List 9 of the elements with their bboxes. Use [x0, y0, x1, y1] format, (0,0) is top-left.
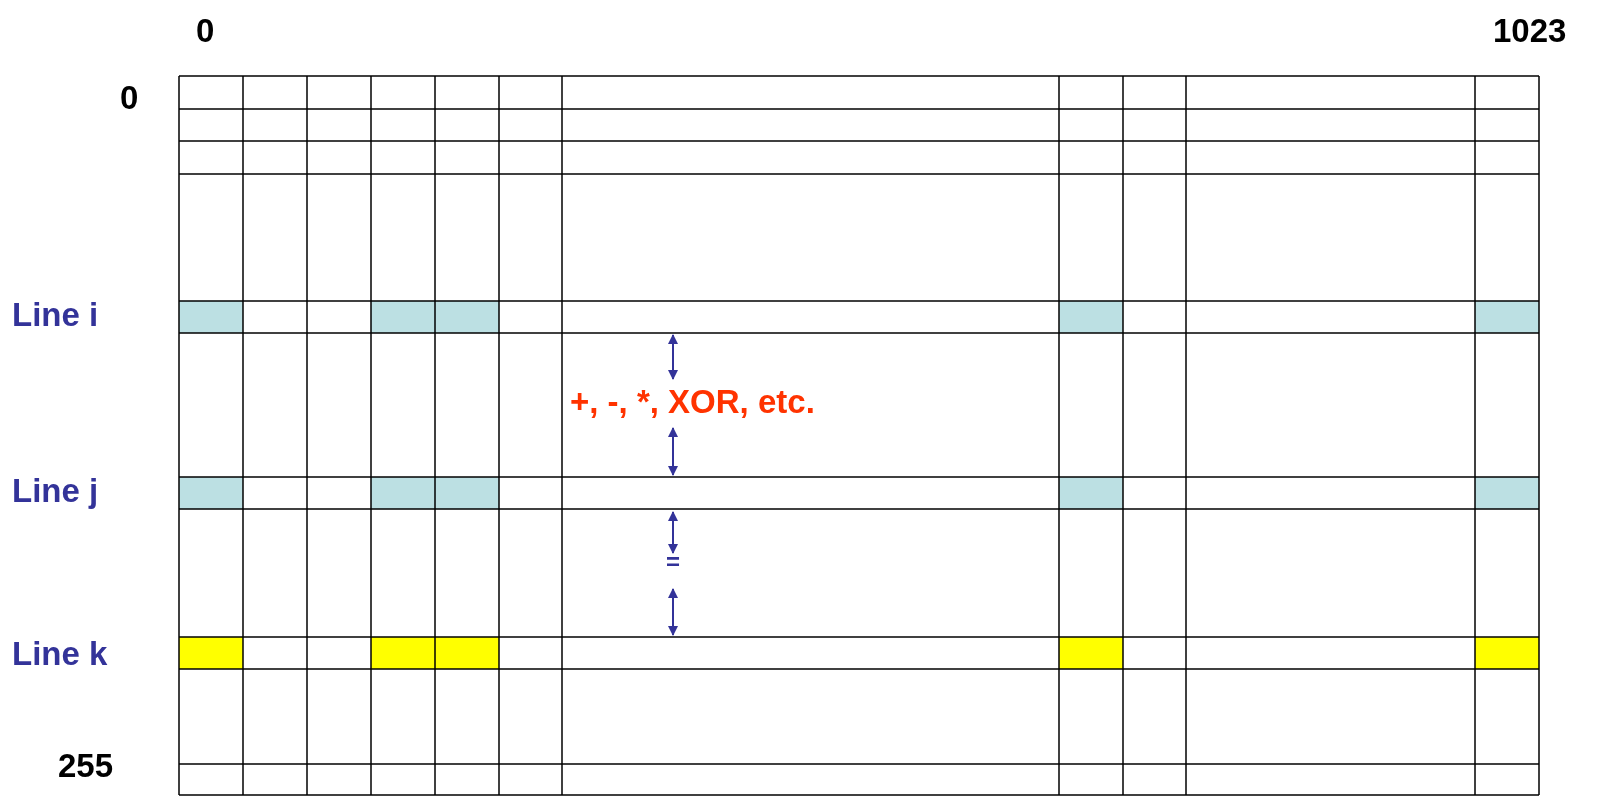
column-index: 0 — [196, 14, 215, 47]
row-index: 255 — [58, 749, 114, 782]
equals-sign: = — [666, 550, 680, 574]
line-label: Line i — [12, 298, 99, 331]
line-label: Line j — [12, 474, 99, 507]
line-label: Line k — [12, 637, 108, 670]
row-index: 0 — [120, 81, 139, 114]
operation-label: +, -, *, XOR, etc. — [570, 385, 815, 418]
column-index: 1023 — [1493, 14, 1567, 47]
